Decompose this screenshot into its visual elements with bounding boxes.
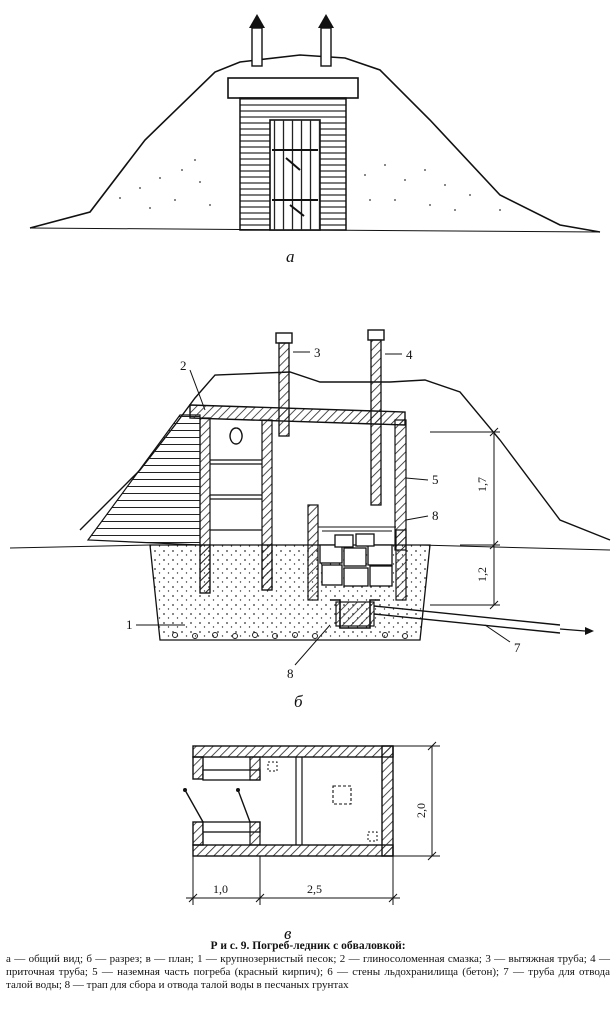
entrance-stairs — [210, 459, 262, 531]
label-7: 7 — [514, 640, 521, 655]
label-1: 1 — [126, 617, 133, 632]
vent-pipe-left — [249, 14, 265, 67]
dim-plan-left: 1,0 — [213, 882, 228, 896]
dim-lower: 1,2 — [475, 567, 489, 582]
vent-pipe-right — [318, 14, 334, 67]
view-b-section: 2 3 4 5 8 1 7 8 1,7 1,2 б — [9, 329, 611, 711]
exhaust-pipe — [275, 332, 293, 437]
pit-bottom-gravel — [172, 632, 408, 639]
ice-storage-wall-right — [395, 529, 407, 601]
caption-text: а — общий вид; б — разрез; в — план; 1 —… — [6, 953, 610, 991]
label-8-bottom: 8 — [287, 666, 294, 681]
view-a-general: а — [29, 14, 601, 266]
ice-storage-wall-left — [307, 504, 319, 601]
mound-texture — [119, 159, 501, 211]
dim-upper: 1,7 — [475, 477, 489, 492]
view-c-plan: 2,0 1,0 2,5 в — [183, 741, 440, 943]
label-3: 3 — [314, 345, 321, 360]
dim-plan-height: 2,0 — [414, 803, 428, 818]
label-4: 4 — [406, 347, 413, 362]
label-sub-b: б — [294, 692, 303, 711]
caption-title: Р и с. 9. Погреб-ледник с обваловкой: — [210, 940, 406, 952]
label-sub-c: в — [284, 924, 292, 943]
label-2: 2 — [180, 358, 187, 373]
embankment-planks — [86, 414, 201, 546]
figure-caption: Р и с. 9. Погреб-ледник с обваловкой: а … — [6, 940, 610, 992]
drain-pipe — [373, 605, 561, 634]
entrance-roof — [227, 77, 359, 99]
dim-plan-right: 2,5 — [307, 882, 322, 896]
supply-pipe — [367, 329, 385, 506]
drain-trap — [335, 601, 375, 627]
label-sub-a: а — [286, 247, 295, 266]
label-5: 5 — [432, 472, 439, 487]
ice-blocks — [319, 533, 393, 587]
label-8-top: 8 — [432, 508, 439, 523]
